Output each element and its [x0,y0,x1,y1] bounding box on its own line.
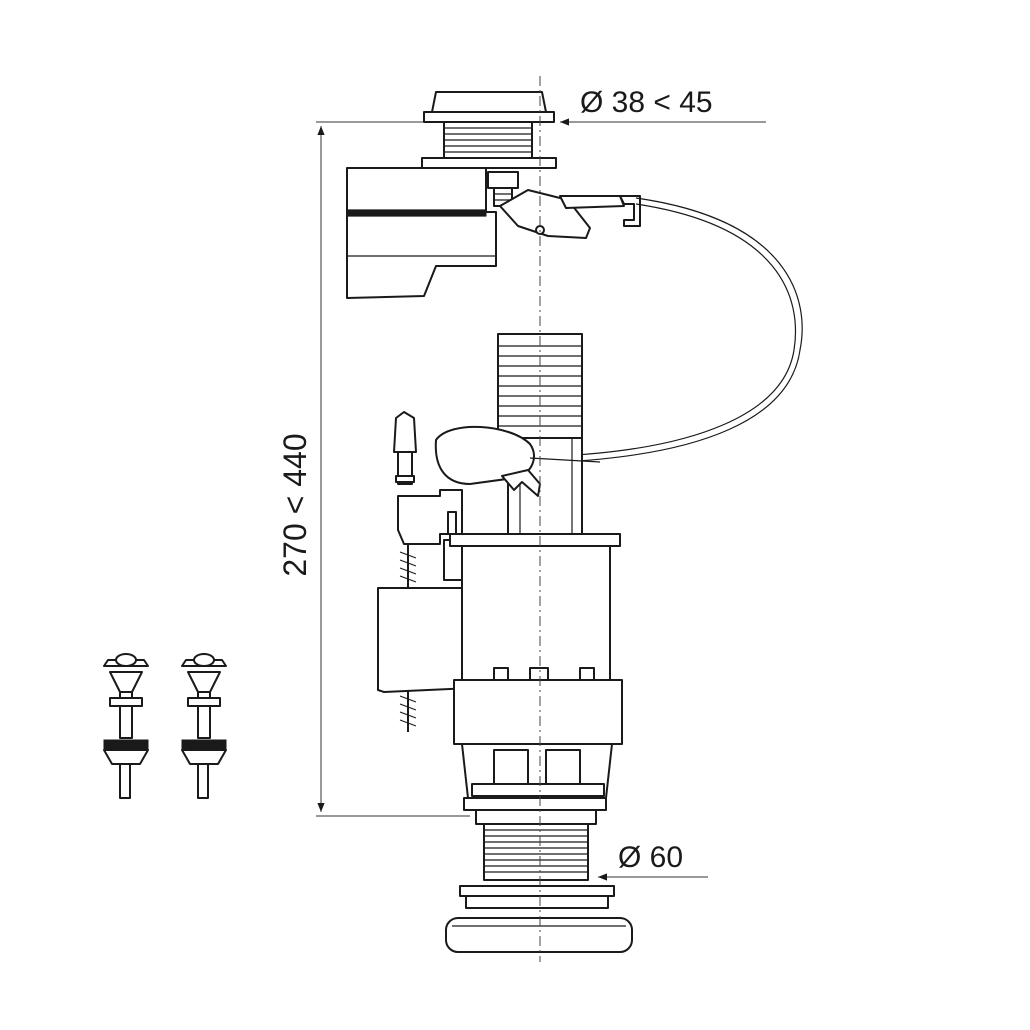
fixing-screw-1 [103,653,149,799]
height-range-label: 270 < 440 [277,433,313,576]
button-thread [444,127,532,153]
threaded-outlet [475,809,597,881]
fixing-screw-2 [181,653,227,799]
valve-body [449,533,623,745]
height-adjuster-knob [393,411,417,485]
mechanism-housing [346,167,497,299]
lock-nut [445,885,633,953]
top-diameter-dimension: Ø 38 < 45 [560,86,766,126]
bowden-cable [559,197,803,463]
lever-rocker [499,189,641,239]
connector-fittings [487,171,519,207]
push-button [421,91,557,169]
bottom-diameter-dimension: Ø 60 [598,841,708,881]
bottom-diameter-label: Ø 60 [618,841,683,874]
top-diameter-label: Ø 38 < 45 [580,86,713,119]
outlet-thread [484,829,588,873]
valve-frame [397,489,463,581]
seal-cage [461,743,613,811]
height-dimension: 270 < 440 [277,121,470,817]
threaded-rod [399,544,417,732]
float-cup [434,425,601,497]
